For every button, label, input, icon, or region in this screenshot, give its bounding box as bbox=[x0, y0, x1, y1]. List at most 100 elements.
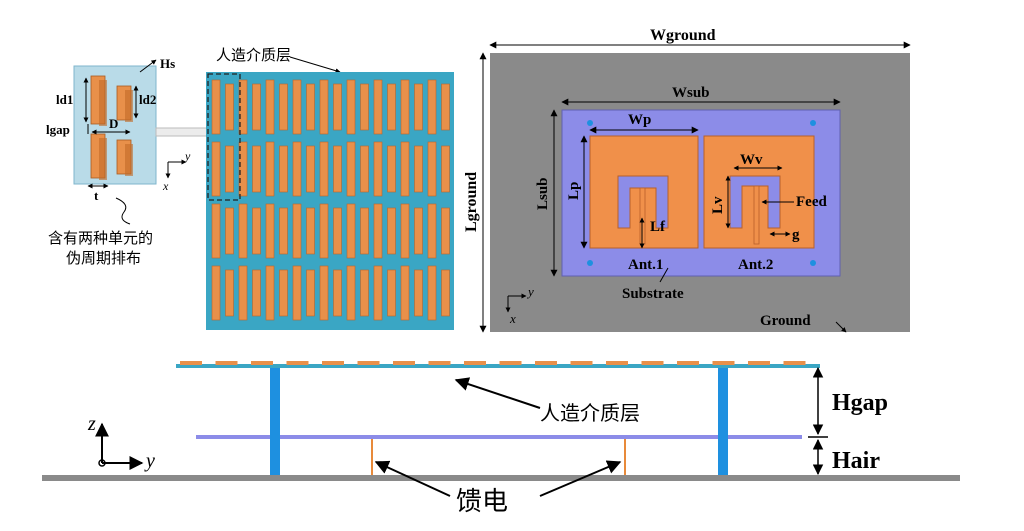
metasurface-strip bbox=[238, 203, 248, 259]
side-strip bbox=[464, 361, 486, 365]
metasurface-strip bbox=[252, 207, 261, 255]
metasurface-strip bbox=[360, 207, 369, 255]
side-strip bbox=[357, 361, 380, 365]
metasurface-strip bbox=[346, 265, 356, 321]
label-wground: Wground bbox=[650, 27, 716, 44]
metasurface-strip bbox=[427, 141, 437, 197]
metasurface-strip bbox=[360, 269, 369, 317]
side-ground bbox=[42, 475, 960, 481]
metasurface-strip bbox=[306, 207, 315, 255]
via-dot-br bbox=[810, 260, 816, 266]
side-substrate bbox=[196, 435, 802, 439]
metasurface-strip bbox=[319, 141, 329, 197]
metasurface-strip bbox=[441, 207, 450, 255]
via-dot-bl bbox=[587, 260, 593, 266]
metasurface-strip bbox=[211, 265, 221, 321]
metasurface-strip bbox=[211, 79, 221, 135]
metasurface-strip bbox=[387, 145, 396, 193]
label-ant2: Ant.2 bbox=[738, 257, 773, 273]
side-pillar-right bbox=[718, 368, 728, 475]
metasurface-strip bbox=[279, 269, 288, 317]
metasurface-strip bbox=[414, 145, 423, 193]
metasurface-strip bbox=[387, 269, 396, 317]
antenna-top-view-panel: Wground Lground Wsub Lsub Wp Lp Lf Wv Lv… bbox=[463, 27, 911, 333]
metasurface-strip bbox=[292, 79, 302, 135]
metasurface-strip bbox=[211, 203, 221, 259]
side-axis-z-label: z bbox=[87, 413, 96, 435]
metasurface-strip bbox=[225, 83, 234, 131]
metasurface-strip bbox=[346, 79, 356, 135]
metasurface-strip bbox=[238, 265, 248, 321]
metasurface-strip bbox=[346, 141, 356, 197]
side-strip bbox=[783, 361, 806, 365]
unit-strip-bl-shade bbox=[99, 138, 107, 180]
label-t: t bbox=[94, 188, 99, 203]
metasurface-strip bbox=[441, 145, 450, 193]
metasurface-strip bbox=[238, 141, 248, 197]
metasurface-strip bbox=[279, 145, 288, 193]
metasurface-strip bbox=[265, 79, 275, 135]
metasurface-strip bbox=[400, 203, 410, 259]
metasurface-strip bbox=[427, 203, 437, 259]
metasurface-strip bbox=[279, 207, 288, 255]
metasurface-strip bbox=[333, 145, 342, 193]
label-feed: Feed bbox=[796, 194, 827, 210]
side-metasurface bbox=[176, 364, 820, 368]
metasurface-strip bbox=[225, 207, 234, 255]
side-strip bbox=[606, 361, 628, 365]
side-strip bbox=[286, 361, 309, 365]
metasurface-strip bbox=[306, 145, 315, 193]
side-strip bbox=[641, 361, 664, 365]
metasurface-strip-grid bbox=[211, 79, 450, 321]
metasurface-strip bbox=[265, 203, 275, 259]
metasurface-strip bbox=[414, 207, 423, 255]
side-strip-row bbox=[180, 361, 806, 365]
label-wsub: Wsub bbox=[672, 85, 710, 101]
label-wp: Wp bbox=[628, 112, 651, 128]
metasurface-strip bbox=[319, 79, 329, 135]
label-ld1: ld1 bbox=[56, 92, 73, 107]
top-axis-y-label: y bbox=[526, 284, 534, 299]
metasurface-strip bbox=[333, 83, 342, 131]
unit-cell-panel: Hs ld1 ld2 lgap D t y x 含有两种单元的 伪周期排布 bbox=[46, 56, 209, 267]
unit-cell-highlight bbox=[207, 73, 241, 201]
unit-axis-y-label: y bbox=[184, 149, 191, 163]
metasurface-strip bbox=[373, 203, 383, 259]
unit-strip-br-shade bbox=[125, 144, 133, 176]
label-substrate: Substrate bbox=[622, 286, 684, 302]
label-hgap: Hgap bbox=[832, 390, 888, 416]
side-strip bbox=[322, 361, 344, 365]
metasurface-strip bbox=[225, 145, 234, 193]
metasurface-strip bbox=[306, 269, 315, 317]
side-feed-arrow-left bbox=[374, 460, 451, 497]
side-strip bbox=[570, 361, 593, 365]
label-ld2: ld2 bbox=[139, 92, 156, 107]
metasurface-strip bbox=[306, 83, 315, 131]
metasurface-strip bbox=[414, 269, 423, 317]
metasurface-strip bbox=[252, 83, 261, 131]
label-wv: Wv bbox=[740, 152, 763, 168]
metasurface-strip bbox=[333, 207, 342, 255]
metasurface-strip bbox=[427, 79, 437, 135]
metasurface-strip bbox=[225, 269, 234, 317]
metasurface-strip bbox=[333, 269, 342, 317]
label-lf: Lf bbox=[650, 219, 666, 235]
metasurface-strip bbox=[252, 269, 261, 317]
metasurface-strip bbox=[265, 265, 275, 321]
side-strip bbox=[180, 361, 202, 365]
side-strip bbox=[712, 361, 735, 365]
label-lground: Lground bbox=[463, 172, 480, 232]
label-lv: Lv bbox=[710, 196, 726, 214]
metasurface-strip bbox=[400, 141, 410, 197]
caption-leader bbox=[115, 197, 131, 225]
via-dot-tl bbox=[587, 120, 593, 126]
unit-connector-bar bbox=[155, 127, 209, 137]
array-title-arrow bbox=[289, 56, 341, 74]
label-g: g bbox=[792, 227, 800, 243]
unit-caption-line1: 含有两种单元的 bbox=[48, 229, 153, 247]
side-meta-arrow bbox=[454, 377, 541, 409]
metasurface-strip bbox=[360, 83, 369, 131]
metasurface-strip bbox=[319, 203, 329, 259]
metasurface-strip bbox=[441, 269, 450, 317]
